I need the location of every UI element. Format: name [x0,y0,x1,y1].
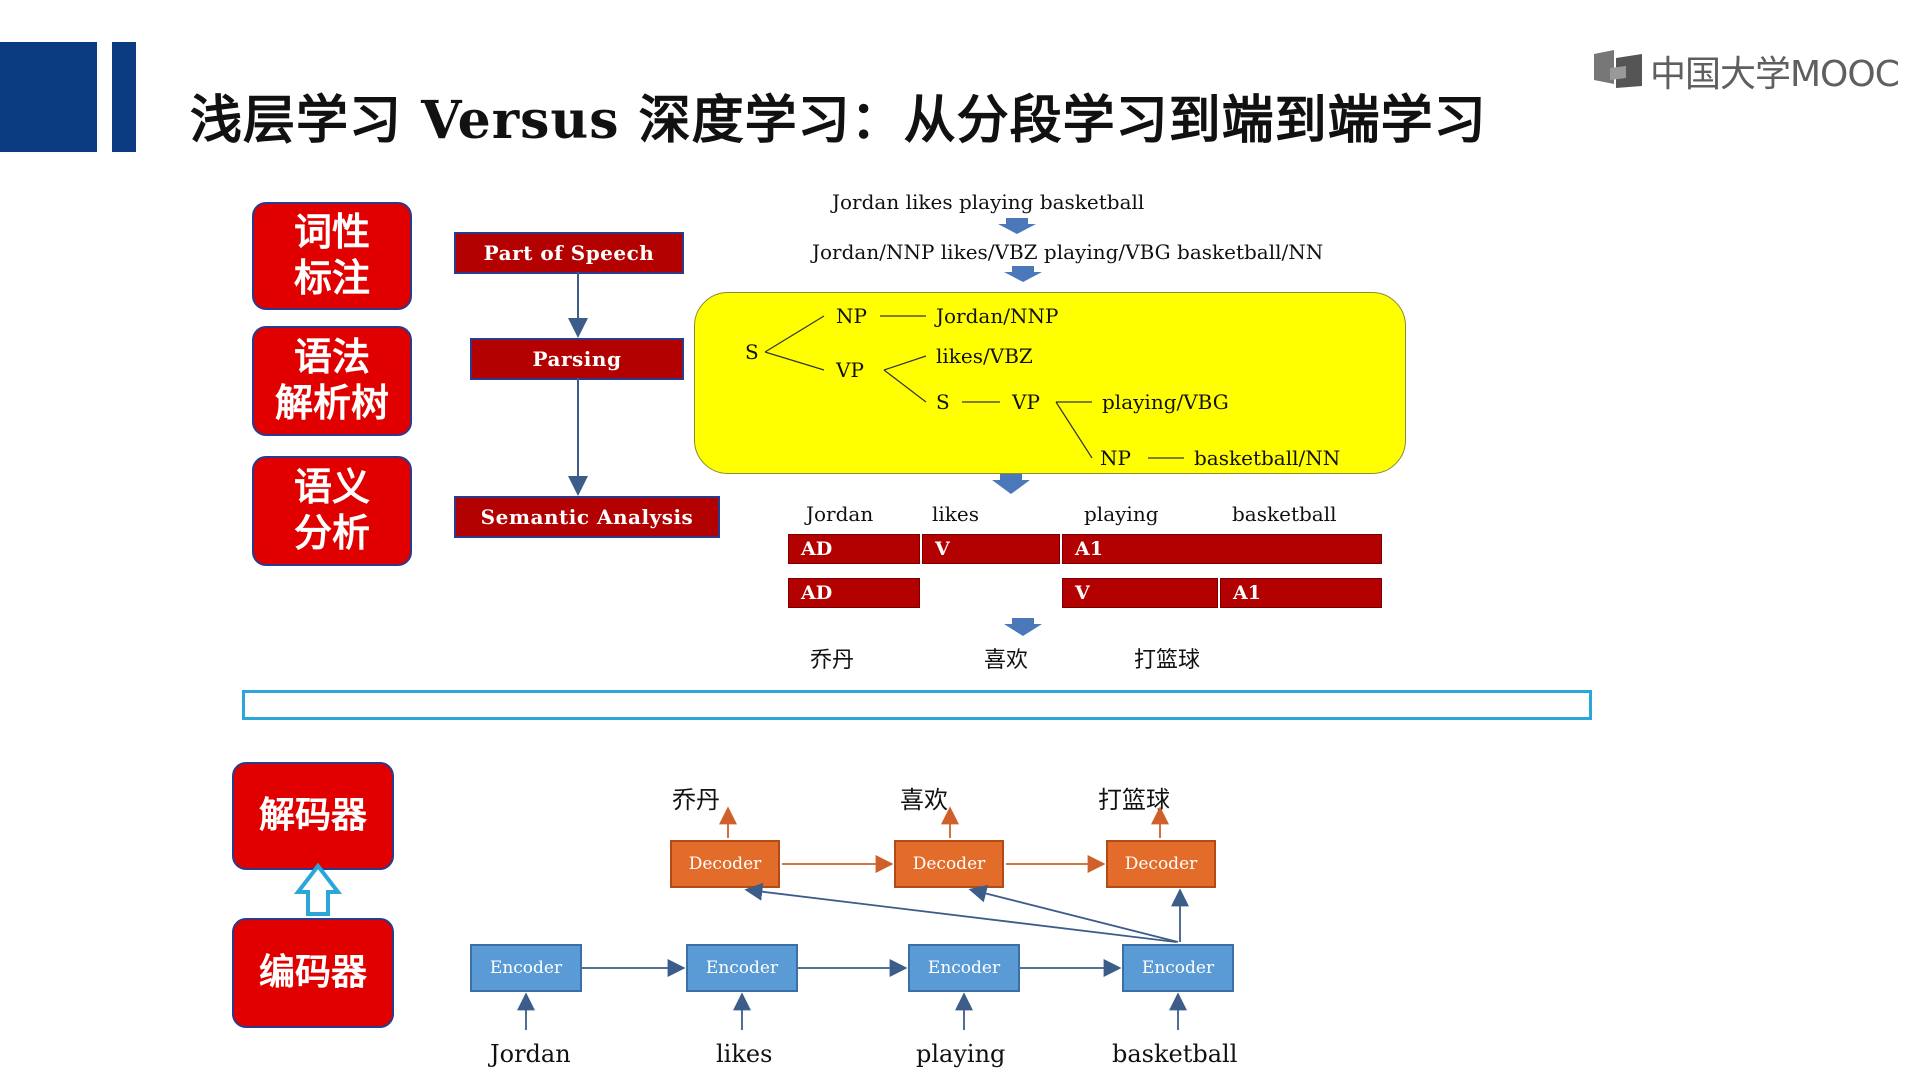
parse-label-line1: 语法 [293,335,370,380]
encoder-box-2: Encoder [686,944,798,992]
role-row1-ad: AD [788,534,920,564]
output-likes: 喜欢 [900,786,948,814]
decoder-box-1: Decoder [670,840,780,888]
encoder-box-4: Encoder [1122,944,1234,992]
tree-s2: S [936,390,950,414]
translation-jordan: 乔丹 [810,648,855,673]
word-likes: likes [932,502,980,526]
role-row2-ad: AD [788,578,920,608]
encoder-label: 编码器 [232,918,394,1028]
pos-label-line2: 标注 [293,256,370,300]
mooc-logo-icon [1592,48,1644,94]
stage-parsing: Parsing [470,338,684,380]
role-row1-v: V [922,534,1060,564]
section-divider [242,690,1592,720]
word-basketball: basketball [1232,502,1337,526]
tree-np2: NP [1100,446,1131,470]
word-playing: playing [1084,502,1159,526]
encoder-box-1: Encoder [470,944,582,992]
decoder-label: 解码器 [232,762,394,870]
decoder-box-3: Decoder [1106,840,1216,888]
down-arrow-icon [992,218,1042,636]
role-row1-a1: A1 [1062,534,1382,564]
input-likes: likes [716,1040,773,1068]
tagged-sentence: Jordan/NNP likes/VBZ playing/VBG basketb… [812,240,1324,264]
context-to-dec2-arrow [968,884,1179,943]
semantic-label: 语义 分析 [252,456,412,566]
output-jordan: 乔丹 [672,786,720,814]
encoder-box-3: Encoder [908,944,1020,992]
pos-tagging-label: 词性 标注 [252,202,412,310]
parse-label-line2: 解析树 [274,381,389,425]
parse-tree-label: 语法 解析树 [252,326,412,436]
slide-title: 浅层学习 Versus 深度学习：从分段学习到端到端学习 [190,90,1487,151]
input-playing: playing [916,1040,1006,1068]
role-row2-a1: A1 [1220,578,1382,608]
up-arrow-icon [293,862,343,916]
translation-play-basketball: 打篮球 [1134,648,1201,673]
role-row2-v: V [1062,578,1218,608]
input-basketball: basketball [1112,1040,1238,1068]
semantic-label-line2: 分析 [293,511,370,555]
tree-np-leaf: Jordan/NNP [936,304,1059,328]
tree-vp2-leaf: playing/VBG [1102,390,1229,414]
pos-label-line1: 词性 [293,210,370,255]
translation-likes: 喜欢 [984,648,1029,673]
stage-part-of-speech: Part of Speech [454,232,684,274]
word-jordan: Jordan [806,502,874,526]
tree-root-s: S [745,340,759,364]
input-sentence: Jordan likes playing basketball [832,190,1145,214]
brand-logo: 中国大学MOOC [1592,45,1900,97]
parse-tree-lines [764,315,1184,459]
context-to-dec1-arrow [744,882,1177,943]
tree-vp-leaf: likes/VBZ [936,344,1033,368]
header-accent-stripe [112,42,136,152]
decoder-box-2: Decoder [894,840,1004,888]
tree-vp: VP [836,358,864,382]
tree-np2-leaf: basketball/NN [1194,446,1341,470]
brand-name: 中国大学MOOC [1650,54,1900,95]
stage-semantic-analysis: Semantic Analysis [454,496,720,538]
semantic-label-line1: 语义 [293,465,370,510]
tree-vp2: VP [1012,390,1040,414]
header-accent-block [0,42,97,152]
tree-np: NP [836,304,867,328]
input-jordan: Jordan [490,1040,571,1068]
